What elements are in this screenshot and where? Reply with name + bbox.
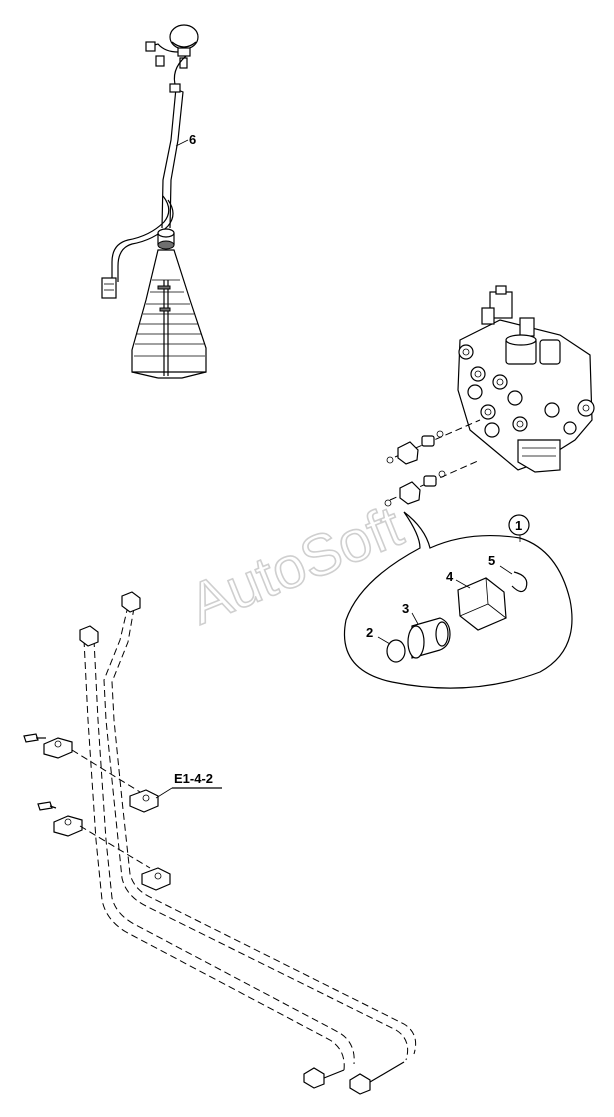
hose-left (79, 625, 355, 1089)
callout-6-label: 6 (189, 132, 196, 147)
clamp-set-lower (37, 801, 171, 891)
callout-2-label: 2 (366, 625, 373, 640)
detail-balloon (344, 511, 573, 689)
callout-4-label: 4 (446, 569, 454, 584)
callout-3-label: 3 (402, 601, 409, 616)
reference-e1-4-2: E1-4-2 (155, 771, 222, 799)
reference-label: E1-4-2 (174, 771, 213, 786)
callout-6: 6 (175, 132, 196, 147)
callout-5-label: 5 (488, 553, 495, 568)
callout-1-label: 1 (515, 518, 522, 533)
control-valve (457, 285, 595, 473)
clamp-set-upper (23, 733, 159, 813)
fittings-lower (384, 459, 481, 507)
hose-right (103, 591, 417, 1095)
callout-1: 1 (508, 514, 530, 536)
fittings-upper (386, 419, 481, 465)
joystick-lever (101, 24, 207, 379)
